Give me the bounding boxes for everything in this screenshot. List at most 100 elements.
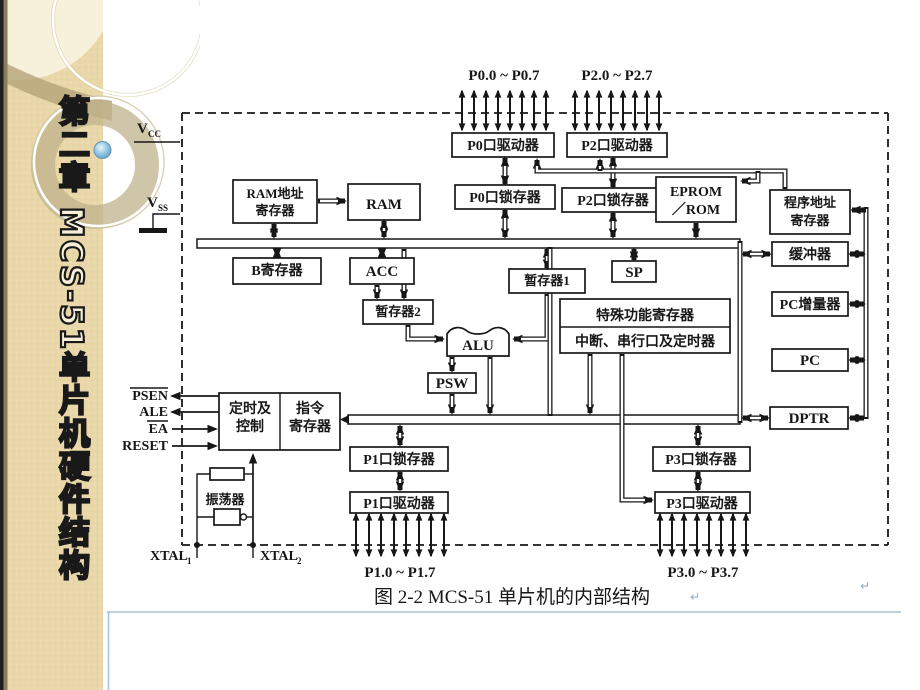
wire: [521, 296, 549, 341]
block-prog-addr: [769, 189, 851, 235]
left-edge-olive: [3, 0, 8, 690]
block-acc: [349, 257, 415, 285]
block-timing-label1: 定时及: [229, 400, 272, 417]
block-b-reg-label: B寄存器: [251, 262, 303, 279]
ea-label: EA: [149, 422, 169, 437]
tan-ring: [31, 101, 159, 229]
vcc-label: V: [137, 121, 148, 137]
wire: [196, 473, 210, 544]
block-alu-label: ALU: [462, 338, 494, 354]
sidebar-decoration: [0, 0, 200, 690]
wire: [405, 325, 445, 344]
block-ir-label1: 指令: [296, 400, 325, 417]
block-p3-latch: [652, 446, 751, 472]
block-acc-label: ACC: [366, 264, 399, 280]
block-prog-addr-label2: 寄存器: [790, 213, 830, 228]
return-mark: ↵: [860, 579, 870, 593]
block-pc-inc-label: PC增量器: [780, 296, 842, 313]
block-ram-addr-label1: RAM地址: [246, 186, 303, 201]
block-ir-label2: 寄存器: [289, 418, 332, 435]
block-oscillator-label: 振荡器: [205, 492, 245, 507]
block-p1-latch-label: P1口锁存器: [363, 451, 436, 468]
wire: [512, 294, 550, 344]
block-b-reg: [232, 257, 322, 285]
gate-bubble-icon: [239, 513, 248, 521]
left-edge-dark: [0, 0, 4, 690]
vss-wire: [152, 213, 180, 228]
lower-internal-bus: [347, 414, 741, 425]
block-dptr: [769, 406, 849, 430]
bus-arrowhead-to-ir: [340, 415, 349, 424]
block-p2-latch-label: P2口锁存器: [577, 192, 650, 209]
upper-internal-bus: [196, 238, 741, 249]
block-buffer-label: 缓冲器: [789, 246, 832, 263]
block-sp-label: SP: [625, 265, 643, 281]
xtal1-label: XTAL: [150, 549, 188, 564]
circle-outline-top: [51, 0, 200, 97]
p2-range-label: P2.0 ~ P2.7: [581, 68, 653, 84]
vss-sub-label: SS: [158, 203, 168, 213]
block-temp2-label: 暂存器2: [375, 304, 421, 319]
p0-range-label: P0.0 ~ P0.7: [468, 68, 540, 84]
block-prog-addr-label1: 程序地址: [784, 195, 836, 210]
block-p2-driver: [566, 132, 668, 158]
block-psw-label: PSW: [436, 376, 469, 392]
block-sfr: [559, 298, 731, 354]
wire: [619, 354, 654, 505]
vcc-sub-label: CC: [148, 129, 161, 139]
reset-label: RESET: [122, 439, 169, 454]
blocks: P0口驱动器 P2口驱动器 RAM地址 寄存器 RAM P0口锁存器 P2口锁存…: [205, 132, 851, 526]
block-p1-driver: [349, 491, 449, 514]
block-p1-latch: [349, 446, 449, 472]
block-pc-inc: [771, 291, 849, 317]
port-pin-arrows: [352, 89, 750, 558]
blue-sphere-icon: [93, 141, 112, 159]
block-pc: [771, 348, 849, 372]
xtal2-sub-label: 2: [297, 556, 302, 566]
block-p2-latch: [561, 187, 665, 213]
block-eprom-label1: EPROM: [670, 185, 722, 200]
block-p0-driver-label: P0口驱动器: [467, 137, 540, 154]
block-ram: [347, 183, 421, 221]
block-p0-driver: [451, 132, 555, 158]
block-p3-driver-label: P3口驱动器: [666, 495, 739, 512]
xtal2-label: XTAL: [260, 549, 298, 564]
block-sp: [611, 260, 657, 283]
block-ram-label: RAM: [366, 197, 402, 213]
wire: [748, 173, 760, 183]
xtal1-node: [194, 542, 200, 548]
block-dptr-label: DPTR: [789, 411, 830, 427]
xtal2-node: [250, 542, 256, 548]
block-int-serial-timer-label: 中断、串行口及定时器: [575, 333, 716, 350]
circle-outline-mid: [32, 96, 164, 228]
wire: [620, 356, 645, 502]
block-alu: [446, 326, 510, 357]
block-temp1: [508, 268, 586, 294]
block-eprom: [655, 176, 737, 223]
block-timing-label2: 控制: [236, 418, 264, 435]
circle-outline-mid-shadow: [31, 95, 165, 229]
ale-label: ALE: [139, 405, 168, 420]
pin-labels: P0.0 ~ P0.7 P2.0 ~ P2.7 P1.0 ~ P1.7 P3.0…: [122, 68, 739, 581]
oscillator-gate-icon: [213, 508, 241, 526]
block-sfr-label: 特殊功能寄存器: [596, 307, 695, 324]
ground-icon: [139, 228, 167, 233]
vss-label: V: [147, 195, 158, 211]
figure-caption: 图 2-2 MCS-51 单片机的内部结构: [374, 586, 650, 608]
block-temp1-label: 暂存器1: [524, 273, 570, 288]
oscillator-resistor-icon: [209, 467, 245, 481]
block-eprom-label2: ／ROM: [672, 202, 720, 218]
return-mark: ↵: [690, 590, 700, 604]
xtal1-sub-label: 1: [187, 556, 192, 566]
block-psw: [427, 372, 477, 394]
block-p1-driver-label: P1口驱动器: [363, 495, 436, 512]
psen-label: PSEN: [132, 389, 168, 404]
block-p0-latch: [454, 184, 556, 210]
block-ram-addr: [232, 179, 318, 224]
block-p3-latch-label: P3口锁存器: [665, 451, 738, 468]
block-temp2: [362, 299, 434, 325]
corner-light-disc: [0, 0, 103, 80]
wire: [406, 327, 436, 341]
